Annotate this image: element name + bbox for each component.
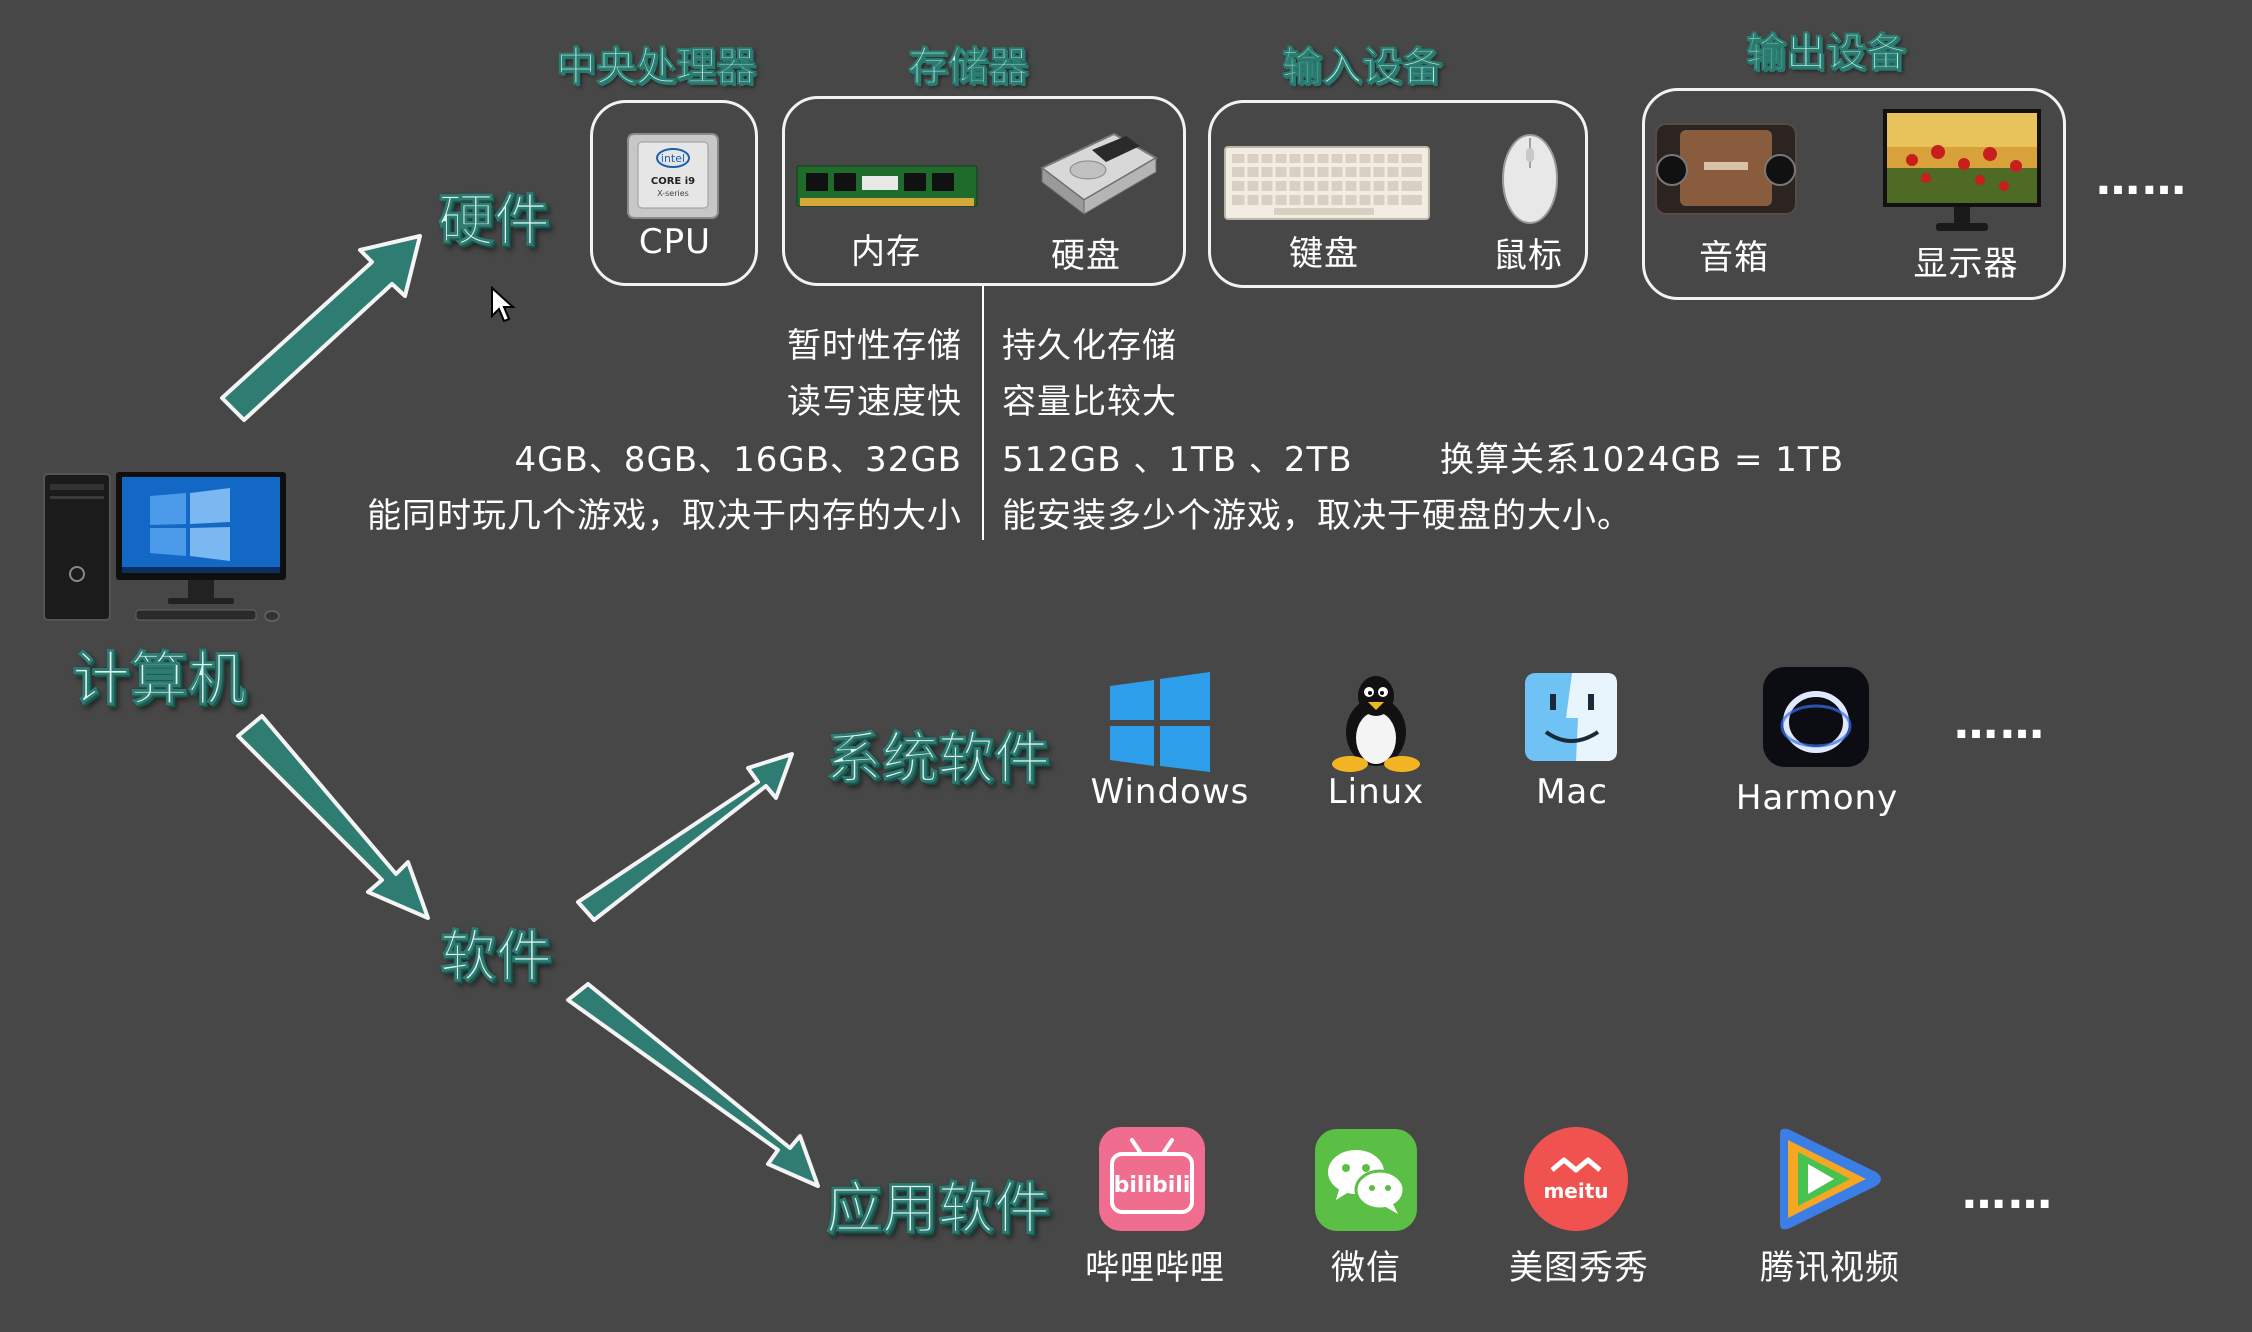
keyboard-label: 键盘: [1289, 234, 1359, 274]
computer-mouse-icon: [1500, 132, 1560, 226]
mouse-cursor-icon: [490, 286, 516, 324]
meitu-label: 美图秀秀: [1509, 1248, 1649, 1288]
harmony-logo-icon: [1762, 666, 1870, 768]
ram-stick-icon: [796, 164, 978, 212]
storage-group-title: 存储器: [908, 44, 1029, 91]
svg-text:meitu: meitu: [1543, 1179, 1608, 1203]
input-group-box: [1208, 100, 1588, 288]
cpu-group-box: [590, 100, 758, 286]
disk-note-2: 容量比较大: [1002, 382, 1177, 422]
cpu-label: CPU: [638, 222, 712, 262]
arrow-to-hardware: [220, 234, 422, 422]
linux-tux-icon: [1328, 672, 1424, 772]
bilibili-logo-icon: bilibili: [1098, 1126, 1206, 1232]
svg-text:intel: intel: [661, 152, 685, 165]
disk-note-3: 512GB 、1TB 、2TB: [1002, 440, 1353, 480]
keyboard-icon: [1224, 146, 1430, 220]
speaker-label: 音箱: [1699, 238, 1769, 278]
disk-note-4: 能安装多少个游戏，取决于硬盘的大小。: [1002, 496, 1632, 536]
memory-note-3: 4GB、8GB、16GB、32GB: [514, 440, 962, 480]
mac-finder-icon: [1524, 672, 1618, 762]
disk-note-1: 持久化存储: [1002, 326, 1177, 366]
input-group-title: 输入设备: [1282, 44, 1443, 91]
hard-disk-icon: [1022, 128, 1158, 220]
software-label: 软件: [440, 925, 553, 991]
wechat-label: 微信: [1331, 1248, 1401, 1288]
svg-text:CORE i9: CORE i9: [651, 176, 695, 187]
system-software-label: 系统软件: [826, 727, 1051, 793]
memory-label: 内存: [851, 232, 921, 272]
memory-note-4: 能同时玩几个游戏，取决于内存的大小: [367, 496, 962, 536]
bilibili-label: 哔哩哔哩: [1085, 1248, 1225, 1288]
disk-label: 硬盘: [1051, 236, 1121, 276]
memory-note-1: 暂时性存储: [787, 326, 962, 366]
conversion-note: 换算关系1024GB = 1TB: [1440, 440, 1845, 480]
svg-text:bilibili: bilibili: [1114, 1173, 1191, 1198]
hardware-more-ellipsis: ……: [2096, 154, 2188, 205]
monitor-label: 显示器: [1913, 244, 2019, 284]
application-software-label: 应用软件: [826, 1177, 1051, 1243]
arrow-to-system-software: [576, 752, 794, 922]
monitor-icon: [1882, 108, 2042, 234]
windows-logo-icon: [1108, 672, 1212, 772]
windows-label: Windows: [1090, 772, 1250, 812]
system-software-more-ellipsis: ……: [1954, 698, 2046, 749]
harmony-label: Harmony: [1735, 778, 1899, 818]
memory-note-2: 读写速度快: [787, 382, 962, 422]
mac-label: Mac: [1536, 772, 1608, 812]
storage-group-box: [782, 96, 1186, 286]
arrow-to-software: [236, 714, 430, 920]
cpu-group-title: 中央处理器: [556, 44, 757, 91]
mouse-label: 鼠标: [1493, 236, 1563, 276]
computer-icon: [40, 468, 290, 628]
computer-label: 计算机: [71, 645, 247, 714]
tencent-video-logo-icon: [1770, 1126, 1886, 1232]
svg-text:X-series: X-series: [657, 189, 689, 198]
output-group-title: 输出设备: [1746, 30, 1907, 77]
arrow-to-application-software: [566, 982, 820, 1188]
tencent-video-label: 腾讯视频: [1760, 1248, 1900, 1288]
application-software-more-ellipsis: ……: [1962, 1168, 2054, 1219]
linux-label: Linux: [1327, 772, 1425, 812]
meitu-logo-icon: meitu: [1522, 1126, 1630, 1232]
hardware-label: 硬件: [438, 189, 551, 255]
wechat-logo-icon: [1314, 1128, 1418, 1232]
cpu-chip-icon: intel CORE i9 X-series: [626, 132, 720, 220]
output-group-box: [1642, 88, 2066, 300]
speaker-icon: [1652, 120, 1800, 218]
